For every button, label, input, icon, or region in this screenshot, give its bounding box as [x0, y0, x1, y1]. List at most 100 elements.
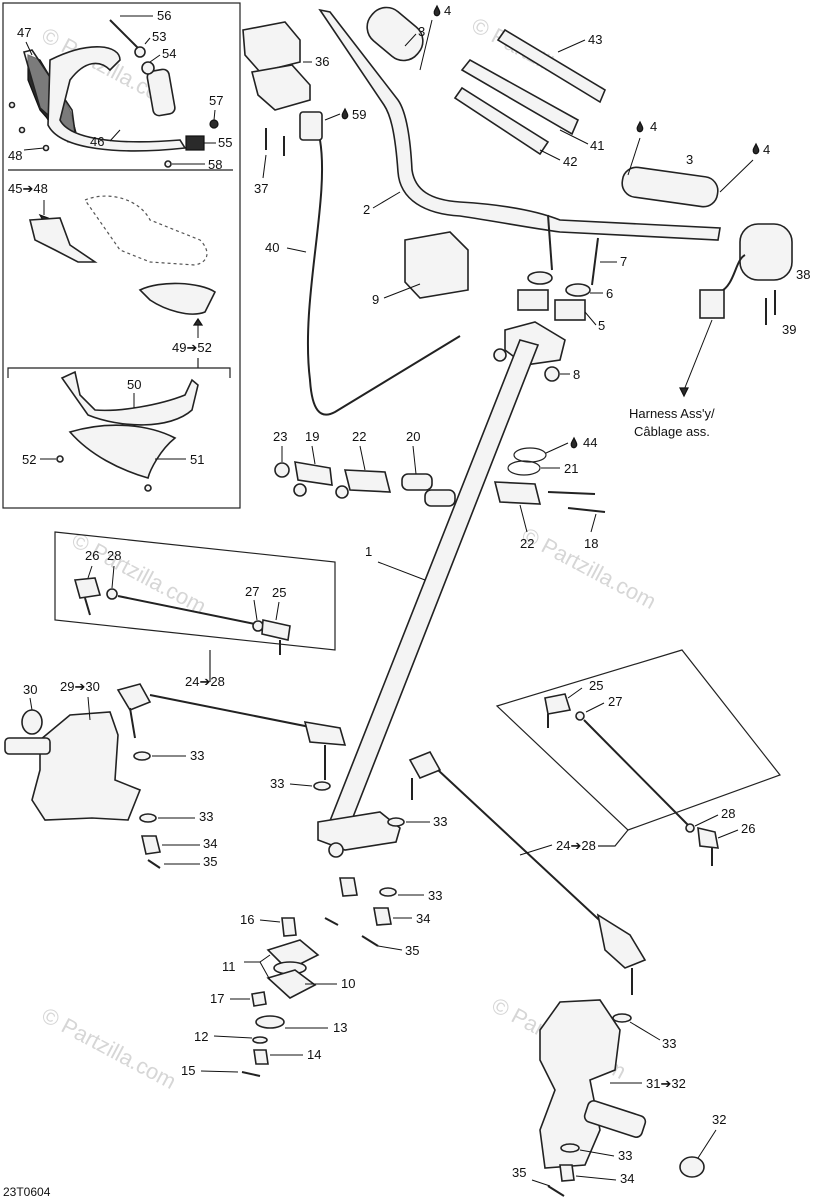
callout-15: 15 [181, 1063, 195, 1078]
tie-rod-stud [129, 707, 136, 739]
leader-line [545, 442, 569, 454]
handguard-inset: 47 56 53 54 57 55 58 46 48 45➔48 49➔52 5… [2, 2, 241, 509]
callout-56: 56 [157, 8, 171, 23]
washer-33c-part [313, 781, 331, 791]
watermark-group: © Partzilla.com © Partzilla.com © Partzi… [38, 12, 661, 1094]
steering-column: 1 [317, 339, 540, 858]
callout-46: 46 [90, 134, 104, 149]
harness-label-line1: Harness Ass'y/ [629, 406, 715, 421]
inset-stem [598, 829, 629, 847]
handlebar-assembly: 2 3 4 43 41 42 3 4 4 [318, 3, 770, 241]
callout-24-28-right: 24➔28 [556, 838, 596, 853]
support-22-part [343, 469, 392, 493]
washer-part [134, 46, 146, 58]
leader-line [44, 114, 49, 121]
tie-rod-end-left-part [116, 683, 152, 711]
spindle-part [583, 1100, 647, 1138]
callout-28-right: 28 [721, 806, 735, 821]
leader-line [23, 147, 45, 151]
nut-23-part [274, 462, 290, 478]
callout-9: 9 [372, 292, 379, 307]
screw-48a-part [8, 101, 16, 109]
leader-line [590, 513, 597, 533]
callout-30: 30 [23, 682, 37, 697]
inset-frame [495, 649, 781, 831]
inset-frame [2, 2, 241, 509]
screw-48b-part [18, 126, 26, 134]
nut-27-part [575, 711, 585, 721]
knuckle-29-part [31, 711, 142, 821]
callout-32: 32 [712, 1112, 726, 1127]
callout-10: 10 [341, 976, 355, 991]
washer-33g-part [560, 1143, 580, 1153]
leader-line [253, 599, 258, 621]
callout-25-right: 25 [589, 678, 603, 693]
cotter-35c-part [361, 935, 379, 947]
cotter-35a-part [147, 859, 161, 869]
callout-3-right: 3 [686, 152, 693, 167]
leader-line [627, 137, 641, 176]
cover-9-part [404, 231, 469, 299]
cover-36-bottom [251, 64, 311, 111]
pad-41-part [460, 58, 580, 136]
callout-33-a: 33 [190, 748, 204, 763]
group-bracket [7, 367, 231, 378]
cotter-15-part [241, 1071, 261, 1077]
bolt-57-part [209, 119, 219, 129]
clamp-5a-part [517, 289, 549, 311]
plate-19-part [294, 461, 333, 486]
mounted-bar-dashed [84, 195, 208, 266]
callout-4-mid: 4 [650, 119, 657, 134]
leader-line [29, 697, 33, 711]
callout-50: 50 [127, 377, 141, 392]
callout-1: 1 [365, 544, 372, 559]
washer-33b-part [139, 813, 157, 823]
callout-16: 16 [240, 912, 254, 927]
leader-line [404, 33, 417, 47]
callout-8: 8 [573, 367, 580, 382]
leader-line [557, 39, 586, 53]
leader-line [694, 814, 719, 827]
bushing-group: 23 19 22 20 44 21 22 18 [273, 429, 606, 551]
leader-line [25, 41, 33, 56]
leader-line [412, 445, 417, 475]
callout-20: 20 [406, 429, 420, 444]
column-pivot-part [328, 842, 344, 858]
nut-34a-part [141, 835, 161, 855]
nut-part [141, 61, 155, 75]
callout-12: 12 [194, 1029, 208, 1044]
callout-14: 14 [307, 1047, 321, 1062]
handguard-bracket-50 [60, 370, 199, 426]
washer-6b-part [565, 283, 591, 297]
grease-drop-icon [570, 436, 578, 449]
callout-35-c: 35 [512, 1165, 526, 1180]
leader-line [109, 129, 121, 142]
callout-35-b: 35 [405, 943, 419, 958]
callout-38: 38 [796, 267, 810, 282]
cover-9-group: 9 [372, 231, 469, 307]
callout-51: 51 [190, 452, 204, 467]
switch-38-part [739, 223, 793, 281]
leader-line [244, 954, 271, 963]
callout-34-c: 34 [620, 1171, 634, 1186]
clamp-5b-part [554, 299, 586, 321]
leader-line [719, 159, 754, 193]
grip-3-left-part [366, 6, 424, 62]
column-bearing-stack: 16 11 10 17 13 12 14 15 [181, 912, 355, 1078]
callout-27-right: 27 [608, 694, 622, 709]
harness-arrow-line [683, 319, 713, 391]
callout-22-bottom: 22 [520, 536, 534, 551]
callout-33-c: 33 [270, 776, 284, 791]
clamp-55-part [185, 135, 205, 151]
callout-28-inset: 28 [107, 548, 121, 563]
leader-line [575, 1175, 617, 1181]
nut-14-part [253, 1049, 269, 1065]
harness-connector-part [699, 289, 725, 319]
bushing-20-part [401, 473, 433, 491]
callout-18: 18 [584, 536, 598, 551]
callout-29-30: 29➔30 [60, 679, 100, 694]
callout-2: 2 [363, 202, 370, 217]
leader-line [697, 1129, 717, 1159]
right-tie-rod: 33 33 34 35 24➔28 [324, 750, 647, 995]
washer-33e-part [379, 887, 397, 897]
